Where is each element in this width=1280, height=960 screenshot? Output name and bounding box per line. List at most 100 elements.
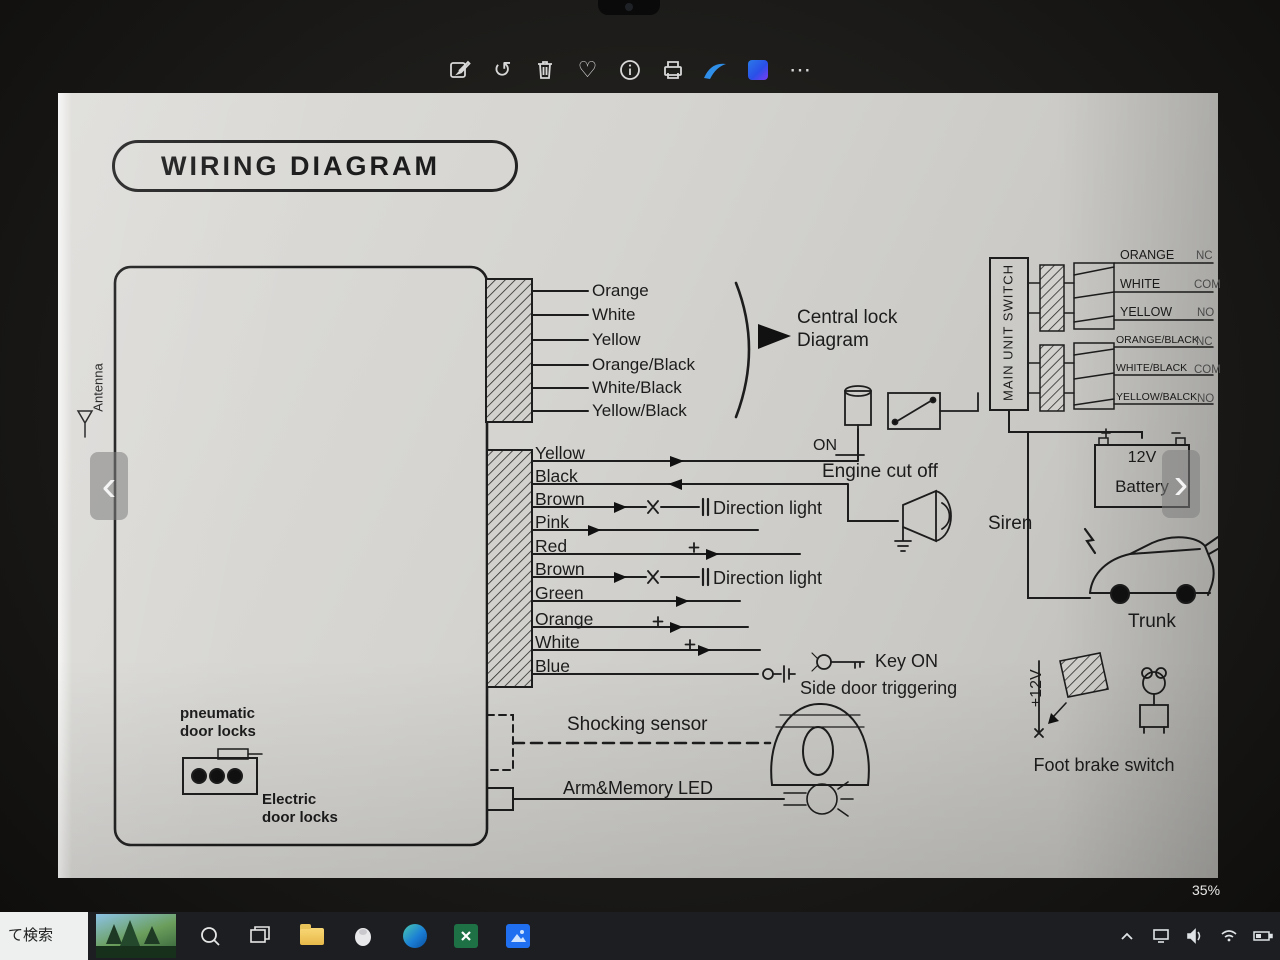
news-weather-widget[interactable] (96, 914, 176, 958)
print-button[interactable] (657, 54, 689, 86)
display-icon (1153, 929, 1169, 943)
excel-icon (454, 924, 478, 948)
mid-wire-white: White (535, 632, 580, 652)
arm-memory-led-label: Arm&Memory LED (563, 778, 714, 798)
trunk-label: Trunk (1128, 611, 1176, 632)
diagram-linework (76, 257, 1218, 847)
windows-taskbar: て検索 (0, 912, 1280, 960)
trash-icon (538, 61, 552, 79)
file-explorer-button[interactable] (292, 916, 332, 956)
tray-battery-button[interactable] (1252, 916, 1274, 956)
more-icon: ⋯ (789, 57, 811, 82)
direction-light-label-2: Direction light (713, 568, 823, 588)
chevron-up-icon (1121, 932, 1133, 940)
key-on-label: Key ON (875, 651, 939, 671)
more-button[interactable]: ⋯ (784, 54, 816, 86)
next-photo-button[interactable]: › (1162, 450, 1200, 518)
antenna-label: Antenna (90, 363, 106, 412)
print-icon (663, 61, 682, 79)
mid-wire-pink: Pink (535, 512, 570, 532)
wire-label-orange-black: Orange/Black (592, 355, 695, 374)
terminal-nc-2: NC (1196, 336, 1213, 348)
battery-percent-indicator: 35% (1192, 882, 1221, 898)
edge-icon (403, 924, 427, 948)
photos-icon (506, 924, 530, 948)
photos-app-button[interactable] (498, 916, 538, 956)
battery-label-2: Battery (1115, 477, 1169, 496)
wire-label-white-black: White/Black (592, 378, 682, 397)
pneumatic-label-2: door locks (180, 723, 256, 740)
swoosh-icon (704, 63, 726, 79)
mid-wire-blue: Blue (535, 656, 571, 676)
central-lock-label-1: Central lock (797, 307, 898, 328)
shocking-sensor-label: Shocking sensor (567, 714, 708, 735)
direction-light-label-1: Direction light (713, 498, 823, 518)
relay-wire-yellow: YELLOW (1120, 305, 1173, 319)
folder-icon (300, 923, 324, 945)
main-unit-switch-label: MAIN UNIT SWITCH (1000, 263, 1016, 402)
terminal-no-2: NO (1197, 393, 1215, 405)
relay-wire-yellow-black: YELLOW/BALCK (1116, 391, 1198, 403)
terminal-nc-1: NC (1196, 250, 1213, 262)
battery-label-1: 12V (1127, 449, 1157, 466)
wire-label-yellow: Yellow (592, 330, 641, 349)
edge-button[interactable] (395, 916, 435, 956)
terminal-com-1: COM (1194, 279, 1221, 291)
info-icon (620, 60, 640, 80)
on-label: ON (813, 437, 837, 454)
taskbar-search-button[interactable] (190, 916, 230, 956)
network-icon (1221, 930, 1237, 942)
volume-icon (1187, 928, 1201, 944)
edit-draw-icon (450, 60, 471, 78)
collage-icon (747, 60, 768, 80)
app-icon (355, 928, 371, 946)
mid-wire-black: Black (535, 466, 578, 486)
relay-wire-white-black: WHITE/BLACK (1116, 362, 1188, 374)
pinned-app-button[interactable] (343, 916, 383, 956)
photos-collage-button[interactable] (742, 54, 774, 86)
mid-wire-yellow: Yellow (535, 443, 585, 463)
pneumatic-label-1: pneumatic (180, 705, 256, 722)
edit-draw-button[interactable] (444, 54, 476, 86)
electric-label-1: Electric (262, 791, 317, 808)
central-lock-label-2: Diagram (797, 330, 869, 351)
info-button[interactable] (614, 54, 646, 86)
wiring-diagram-photo: WIRING DIAGRAM Antenna Orange White Yell… (58, 93, 1221, 878)
delete-button[interactable] (529, 54, 561, 86)
favorite-button[interactable]: ♡ (572, 54, 604, 86)
engine-cut-off-label: Engine cut off (822, 461, 938, 482)
heart-icon: ♡ (577, 57, 598, 82)
tray-display-button[interactable] (1150, 916, 1172, 956)
paper-edge (58, 93, 72, 878)
mid-wire-orange: Orange (535, 609, 594, 629)
rotate-button[interactable]: ↺ (487, 54, 519, 86)
mid-wire-green: Green (535, 583, 584, 603)
tray-network-button[interactable] (1218, 916, 1240, 956)
rotate-icon: ↺ (493, 57, 512, 82)
relay-wire-orange: ORANGE (1120, 248, 1175, 262)
see-all-photos-button[interactable] (699, 54, 731, 86)
mid-wire-red: Red (535, 536, 568, 556)
previous-photo-button[interactable]: ‹ (90, 452, 128, 520)
search-icon (201, 927, 220, 946)
diagram-title: WIRING DIAGRAM (112, 140, 518, 192)
wire-label-yellow-black: Yellow/Black (592, 401, 687, 420)
mid-wire-brown1: Brown (535, 489, 585, 509)
electric-label-2: door locks (262, 809, 338, 826)
mid-wire-brown2: Brown (535, 559, 585, 579)
photos-toolbar: ↺ ♡ ⋯ (444, 52, 816, 88)
tray-volume-button[interactable] (1184, 916, 1206, 956)
plus-12v-label: +12V (1027, 669, 1045, 708)
excel-button[interactable] (446, 916, 486, 956)
task-view-button[interactable] (240, 916, 280, 956)
terminal-no-1: NO (1197, 307, 1215, 319)
tablet-camera (598, 0, 660, 15)
terminal-com-2: COM (1194, 364, 1221, 376)
tray-chevron-button[interactable] (1116, 916, 1138, 956)
task-view-icon (250, 926, 270, 943)
siren-label: Siren (988, 513, 1033, 534)
foot-brake-label: Foot brake switch (1033, 755, 1175, 775)
battery-icon (1253, 931, 1273, 941)
scenery-thumbnail (96, 920, 176, 958)
taskbar-search-input[interactable]: て検索 (0, 912, 88, 960)
